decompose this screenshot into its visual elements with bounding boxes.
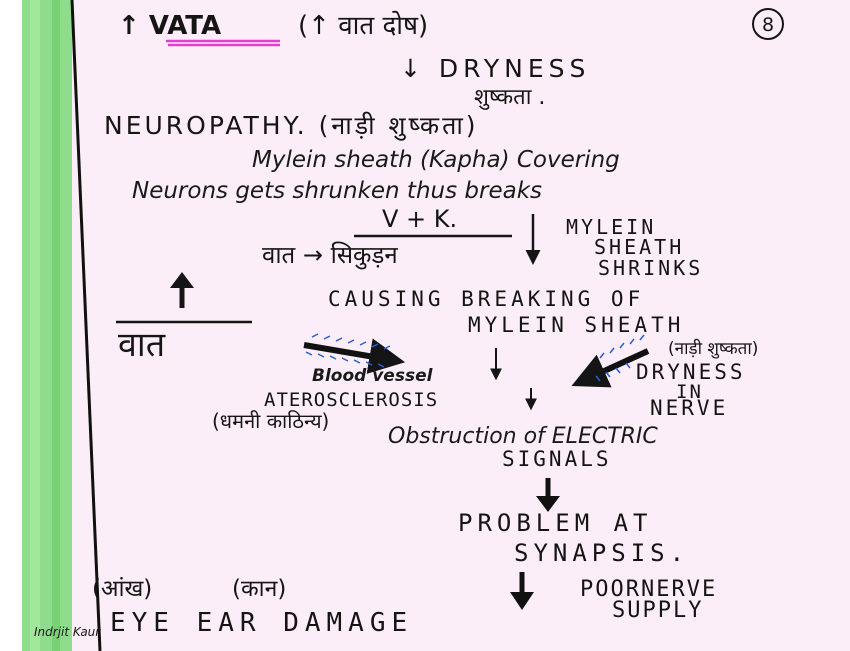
damage-arrow-head <box>510 592 534 610</box>
dryness-nerve-line-1: DRYNESS <box>636 360 746 384</box>
shrinks-line-2: SHEATH <box>594 235 684 259</box>
obstruction-line-2: SIGNALS <box>502 447 612 471</box>
eye-ear-damage: EYE EAR DAMAGE <box>110 608 413 638</box>
paper-background <box>22 0 850 651</box>
neuropathy-heading: NEUROPATHY. (नाड़ी शुष्कता) <box>104 111 479 141</box>
poor-nerve-line-1: POORNERVE <box>580 577 717 602</box>
atherosclerosis-label: ATEROSCLEROSIS <box>264 389 438 411</box>
vata-hindi-large: वात <box>118 325 166 365</box>
shrinks-line-3: SHRINKS <box>598 256 703 280</box>
problem-line-1: PROBLEM AT <box>458 509 653 537</box>
fraction-bottom: वात → सिकुड़न <box>262 241 398 270</box>
page-number: 8 <box>762 14 774 36</box>
margin-stripe <box>22 0 72 651</box>
left-diagonal-arrow <box>303 338 406 374</box>
obstruction-line-1: Obstruction of ELECTRIC <box>388 424 658 449</box>
ear-hindi: (कान) <box>232 576 286 602</box>
poor-nerve-line-2: SUPPLY <box>612 598 703 623</box>
margin-line <box>70 0 102 651</box>
right-arrow-hatching <box>595 334 645 382</box>
right-diagonal-arrow <box>571 348 650 388</box>
causing-line-1: CAUSING BREAKING OF <box>328 287 644 311</box>
fraction-top: V + K. <box>382 205 457 233</box>
signature: Indrjit Kaur <box>34 625 101 639</box>
dryness-nerve-line-2: IN <box>676 381 703 403</box>
dryness-nerve-line-3: NERVE <box>650 396 728 420</box>
problem-line-2: SYNAPSIS. <box>514 539 689 567</box>
page-number-circle <box>752 8 784 40</box>
nadi-sushkata: (नाड़ी शुष्कता) <box>668 338 758 359</box>
dryness-heading: ↓ DRYNESS <box>400 54 590 83</box>
shrinks-line-1: MYLEIN <box>566 215 656 239</box>
left-arrow-hatching <box>305 333 391 368</box>
mylein-line-1: Mylein sheath (Kapha) Covering <box>252 147 620 173</box>
title-hindi: (↑ वात दोष) <box>298 10 428 41</box>
eye-hindi: (आंख) <box>92 576 152 602</box>
title-vata: ↑ VATA <box>118 11 221 41</box>
blood-vessel-label: Blood vessel <box>312 366 434 386</box>
mylein-line-2: Neurons gets shrunken thus breaks <box>132 178 542 204</box>
causing-line-2: MYLEIN SHEATH <box>468 313 684 337</box>
increase-arrow-head <box>170 272 194 288</box>
dryness-hindi: शुष्कता . <box>474 85 545 110</box>
problem-arrow-head <box>536 496 560 512</box>
dhamani-kathinya: (धमनी काठिन्य) <box>212 409 329 433</box>
